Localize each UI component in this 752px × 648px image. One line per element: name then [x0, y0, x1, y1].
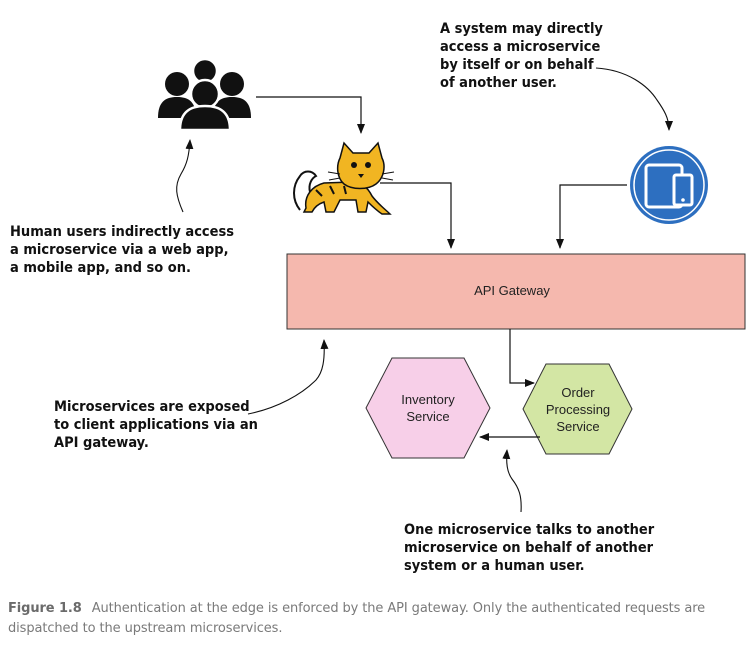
annotation-pointers [176, 67, 673, 513]
connector-arrows [256, 96, 627, 441]
api-gateway-box [286, 253, 746, 330]
order-processing-service-label: Order Processing Service [545, 385, 611, 434]
api-gateway-label: API Gateway [474, 283, 550, 298]
order-processing-service-hexagon [522, 363, 633, 455]
figure-caption-text: Authentication at the edge is enforced b… [8, 601, 706, 636]
annotation-human-users: Human users indirectly access a microser… [10, 224, 235, 276]
annotation-system-access: A system may directly access a microserv… [440, 21, 603, 91]
inventory-service-label: Inventory Service [401, 392, 455, 424]
figure-label: Figure 1.8 [8, 601, 82, 616]
users-group-icon [158, 57, 251, 132]
tomcat-cat-icon [293, 141, 395, 215]
inventory-service-hexagon [365, 357, 491, 459]
annotation-exposed-via-gateway: Microservices are exposed to client appl… [54, 399, 258, 451]
mobile-devices-icon [630, 146, 708, 224]
annotation-service-to-service: One microservice talks to another micros… [404, 522, 655, 574]
